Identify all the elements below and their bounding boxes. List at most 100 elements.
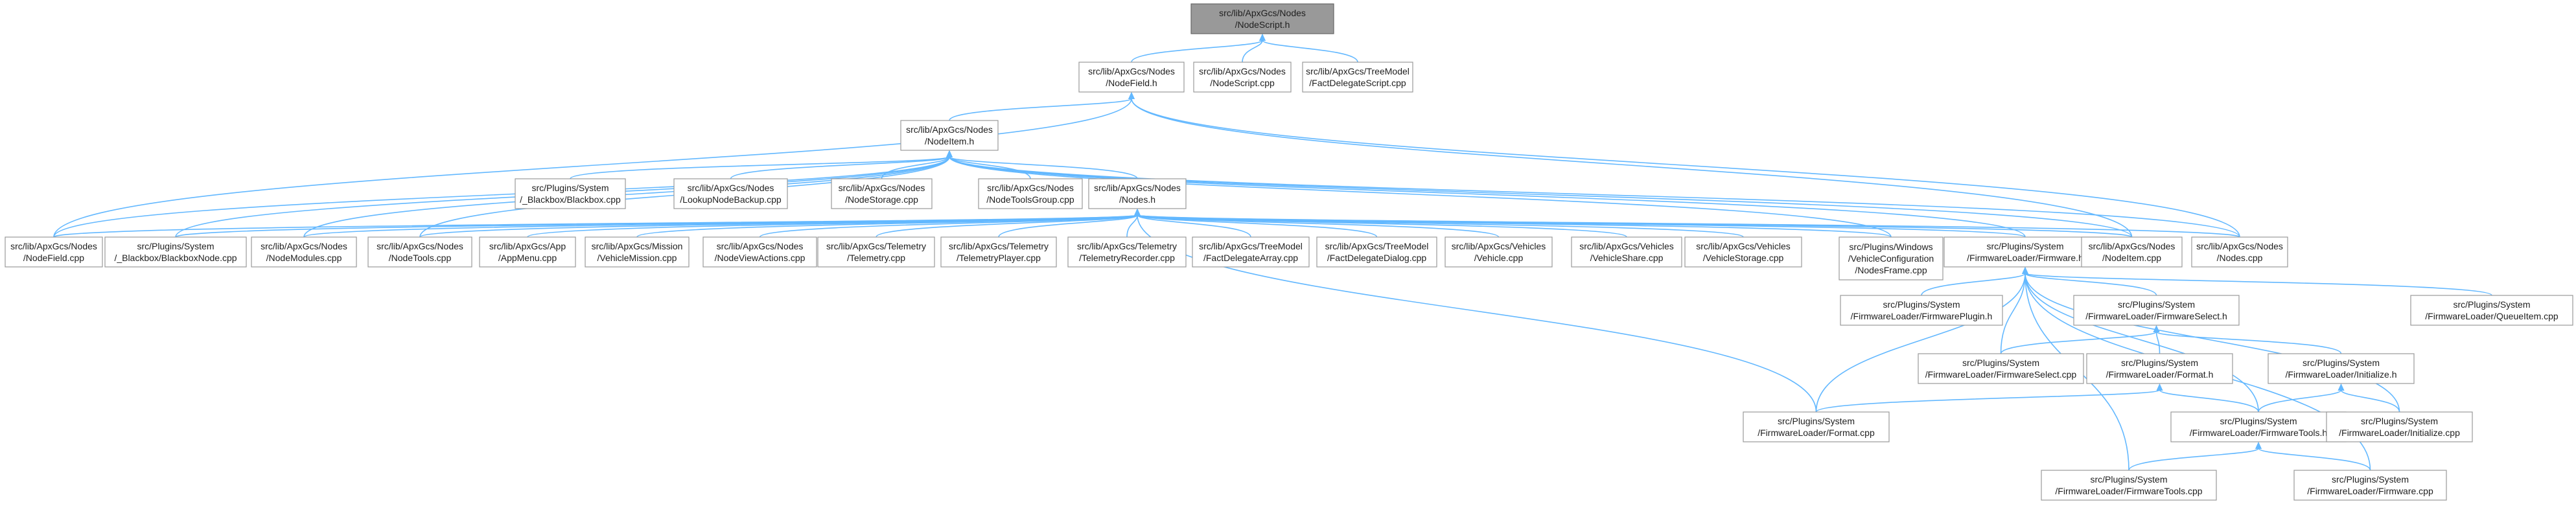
node-firmware-h[interactable]: src/Plugins/System/FirmwareLoader/Firmwa… [1944, 236, 2107, 268]
node-root[interactable]: src/lib/ApxGcs/Nodes/NodeScript.h [1190, 3, 1334, 34]
node-vehicleshare-cpp[interactable]: src/lib/ApxGcs/Vehicles/VehicleShare.cpp [1571, 236, 1682, 268]
node-label-line: src/Plugins/System [137, 241, 214, 251]
node-label-line: src/Plugins/System [2303, 358, 2380, 368]
node-label-line: /FactDelegateArray.cpp [1203, 253, 1298, 263]
node-nodeitem-cpp[interactable]: src/lib/ApxGcs/Nodes/NodeItem.cpp [2081, 236, 2183, 268]
node-nodefield-cpp[interactable]: src/lib/ApxGcs/Nodes/NodeField.cpp [5, 236, 103, 268]
node-queueitem-cpp[interactable]: src/Plugins/System/FirmwareLoader/QueueI… [2410, 295, 2573, 326]
node-box [515, 178, 626, 209]
node-factdelegatedialog-cpp[interactable]: src/lib/ApxGcs/TreeModel/FactDelegateDia… [1316, 236, 1437, 268]
node-nodeviewactions-cpp[interactable]: src/lib/ApxGcs/Nodes/NodeViewActions.cpp [702, 236, 817, 268]
node-nodetoolsgroup-cpp[interactable]: src/lib/ApxGcs/Nodes/NodeToolsGroup.cpp [978, 178, 1083, 209]
node-label-line: /Vehicle.cpp [1474, 253, 1524, 263]
node-telemetryplayer-cpp[interactable]: src/lib/ApxGcs/Telemetry/TelemetryPlayer… [940, 236, 1057, 268]
node-label-line: src/lib/ApxGcs/Nodes [2089, 241, 2176, 251]
node-nodetools-cpp[interactable]: src/lib/ApxGcs/Nodes/NodeTools.cpp [367, 236, 472, 268]
edge-nodefield_cpp-to-nodes_h [53, 214, 1138, 238]
node-label-line: /TelemetryPlayer.cpp [957, 253, 1041, 263]
node-label-line: /VehicleStorage.cpp [1703, 253, 1784, 263]
node-nodes-h[interactable]: src/lib/ApxGcs/Nodes/Nodes.h [1088, 178, 1187, 209]
node-label-line: /FirmwareLoader/Initialize.cpp [2339, 428, 2460, 438]
node-blackboxnode-cpp[interactable]: src/Plugins/System /_Blackbox/BlackboxNod… [104, 236, 247, 268]
node-box [1088, 178, 1187, 209]
edge-nodefield_h-to-root [1131, 40, 1263, 63]
node-nodefield-h[interactable]: src/lib/ApxGcs/Nodes/NodeField.h [1078, 62, 1185, 93]
node-label-line: src/lib/ApxGcs/Telemetry [1077, 241, 1177, 251]
node-initialize-h[interactable]: src/Plugins/System/FirmwareLoader/Initia… [2268, 353, 2415, 384]
arrowhead-firmware_cpp-to-firmware_h [2022, 267, 2028, 274]
edge-nodefield_cpp-to-nodefield_h [53, 98, 1132, 238]
node-label-line: src/lib/ApxGcs/TreeModel [1306, 66, 1410, 76]
node-label-line: src/lib/ApxGcs/Nodes [987, 183, 1074, 193]
edge-nodesframe_cpp-to-nodeitem_h [949, 156, 1892, 238]
node-format-cpp[interactable]: src/Plugins/System/FirmwareLoader/Format… [1743, 411, 1890, 442]
node-box [1684, 236, 1802, 268]
node-firmware-cpp[interactable]: src/Plugins/System/FirmwareLoader/Firmwa… [2293, 470, 2447, 501]
node-factdelegatearray-cpp[interactable]: src/lib/ApxGcs/TreeModel/FactDelegateArr… [1192, 236, 1310, 268]
node-box [585, 236, 690, 268]
edge-format_cpp-to-firmware_h [1815, 273, 2026, 413]
edge-nodes_cpp-to-nodes_h [1137, 214, 2240, 238]
node-nodeitem-h[interactable]: src/lib/ApxGcs/Nodes/NodeItem.h [900, 120, 999, 151]
node-box [2170, 411, 2347, 442]
node-box [1839, 236, 1944, 280]
node-firmwareselect-cpp[interactable]: src/Plugins/System/FirmwareLoader/Firmwa… [1918, 353, 2084, 384]
node-label-line: /FirmwareLoader/FirmwareSelect.cpp [1925, 369, 2077, 380]
node-label-line: src/Plugins/System [2361, 416, 2438, 426]
node-label-line: src/lib/ApxGcs/Nodes [688, 183, 774, 193]
node-label-line: /_Blackbox/BlackboxNode.cpp [114, 253, 237, 263]
node-telemetryrecorder-cpp[interactable]: src/lib/ApxGcs/Telemetry/TelemetryRecord… [1067, 236, 1187, 268]
node-box [2326, 411, 2473, 442]
node-nodemodules-cpp[interactable]: src/lib/ApxGcs/Nodes/NodeModules.cpp [251, 236, 357, 268]
node-box [1193, 62, 1292, 93]
edge-factdelegatedialog_cpp-to-nodes_h [1137, 214, 1378, 238]
edge-firmwaretools_h-to-format_h [2159, 389, 2259, 413]
node-box [2410, 295, 2573, 326]
node-label-line: /NodeItem.h [925, 136, 974, 146]
node-firmwareplugin-h[interactable]: src/Plugins/System/FirmwareLoader/Firmwa… [1840, 295, 2003, 326]
node-appmenu-cpp[interactable]: src/lib/ApxGcs/App/AppMenu.cpp [479, 236, 576, 268]
node-nodes-cpp[interactable]: src/lib/ApxGcs/Nodes/Nodes.cpp [2191, 236, 2288, 268]
node-blackbox-cpp[interactable]: src/Plugins/System/_Blackbox/Blackbox.cp… [515, 178, 626, 209]
node-vehiclestorage-cpp[interactable]: src/lib/ApxGcs/Vehicles/VehicleStorage.c… [1684, 236, 1802, 268]
node-box [1571, 236, 1682, 268]
node-label-line: /NodesFrame.cpp [1855, 265, 1927, 275]
node-firmwaretools-cpp[interactable]: src/Plugins/System/FirmwareLoader/Firmwa… [2041, 470, 2217, 501]
node-box [1078, 62, 1185, 93]
node-initialize-cpp[interactable]: src/Plugins/System/FirmwareLoader/Initia… [2326, 411, 2473, 442]
node-format-h[interactable]: src/Plugins/System/FirmwareLoader/Format… [2086, 353, 2233, 384]
node-label-line: src/lib/ApxGcs/Vehicles [1579, 241, 1674, 251]
edge-firmwareselect_cpp-to-firmware_h [2000, 273, 2026, 354]
node-label-line: /NodeField.h [1106, 78, 1157, 88]
node-label-line: src/lib/ApxGcs/Vehicles [1696, 241, 1791, 251]
node-label-line: src/lib/ApxGcs/Nodes [1199, 66, 1286, 76]
node-box [2191, 236, 2288, 268]
edge-firmwaretools_cpp-to-firmwaretools_h [2128, 448, 2259, 471]
node-label-line: src/lib/ApxGcs/Vehicles [1452, 241, 1546, 251]
edge-nodeviewactions_cpp-to-nodes_h [759, 214, 1138, 238]
node-label-line: /NodeViewActions.cpp [715, 253, 806, 263]
node-box [1918, 353, 2084, 384]
node-box [1743, 411, 1890, 442]
node-nodesframe-cpp[interactable]: src/Plugins/Windows/VehicleConfiguration… [1839, 236, 1944, 280]
node-label-line: /LookupNodeBackup.cpp [680, 194, 782, 205]
node-label-line: /Nodes.cpp [2217, 253, 2263, 263]
node-nodescript-cpp[interactable]: src/lib/ApxGcs/Nodes/NodeScript.cpp [1193, 62, 1292, 93]
node-vehiclemission-cpp[interactable]: src/lib/ApxGcs/Mission/VehicleMission.cp… [585, 236, 690, 268]
node-label-line: src/lib/ApxGcs/TreeModel [1325, 241, 1429, 251]
node-label-line: /FirmwareLoader/Format.h [2106, 369, 2214, 380]
node-lookupnodebackup-cpp[interactable]: src/lib/ApxGcs/Nodes/LookupNodeBackup.cp… [673, 178, 788, 209]
node-label-line: src/Plugins/System [2332, 474, 2409, 485]
node-label-line: /FirmwareLoader/Firmware.cpp [2307, 486, 2433, 496]
node-box [2268, 353, 2415, 384]
node-nodestorage-cpp[interactable]: src/lib/ApxGcs/Nodes/NodeStorage.cpp [831, 178, 933, 209]
node-firmwaretools-h[interactable]: src/Plugins/System/FirmwareLoader/Firmwa… [2170, 411, 2347, 442]
node-box [1316, 236, 1437, 268]
node-label-line: /FirmwareLoader/FirmwareSelect.h [2085, 311, 2227, 321]
node-firmwareselect-h[interactable]: src/Plugins/System/FirmwareLoader/Firmwa… [2073, 295, 2240, 326]
node-vehicle-cpp[interactable]: src/lib/ApxGcs/Vehicles/Vehicle.cpp [1445, 236, 1553, 268]
node-telemetry-cpp[interactable]: src/lib/ApxGcs/Telemetry/Telemetry.cpp [817, 236, 935, 268]
node-box [940, 236, 1057, 268]
node-factdelegatescript-cpp[interactable]: src/lib/ApxGcs/TreeModel/FactDelegateScr… [1302, 62, 1413, 93]
node-box [2086, 353, 2233, 384]
